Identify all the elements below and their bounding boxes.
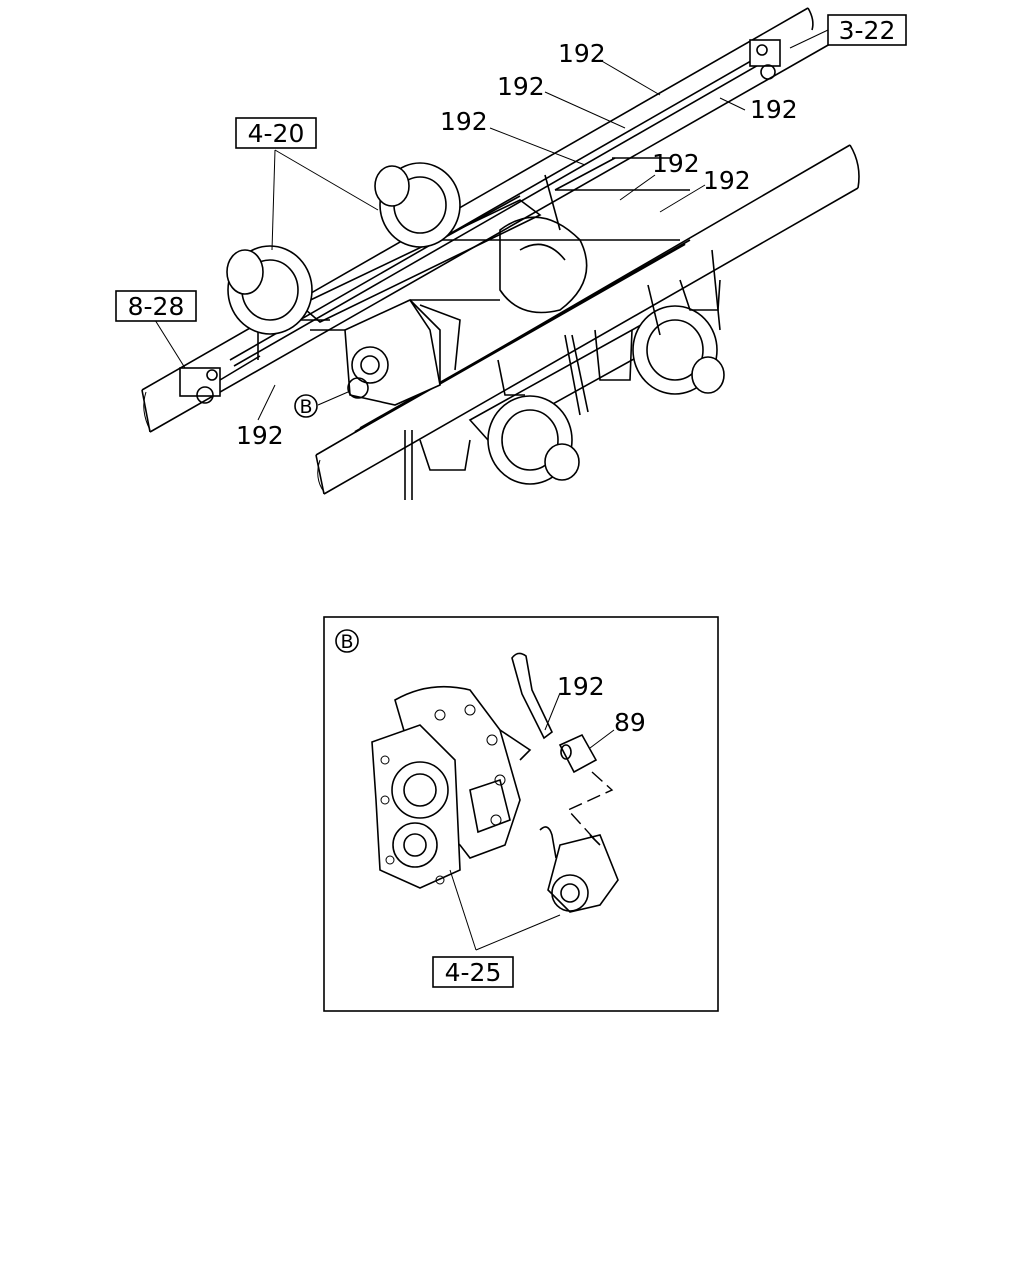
part-label-192: 192 bbox=[558, 39, 606, 68]
suspension bbox=[404, 174, 721, 500]
ref-label-4-25: 4-25 bbox=[445, 958, 502, 987]
rear-axle-upper bbox=[226, 162, 588, 335]
fitting-89 bbox=[558, 733, 598, 774]
rear-axle-lower bbox=[468, 305, 725, 485]
part-label-192: 192 bbox=[236, 421, 284, 450]
junction-block-right bbox=[749, 39, 781, 80]
install-line bbox=[566, 771, 614, 844]
junction-block-left bbox=[179, 367, 221, 404]
part-label-192: 192 bbox=[652, 149, 700, 178]
part-label-192: 192 bbox=[497, 72, 545, 101]
left-frame-rail bbox=[141, 7, 831, 433]
carrier-housing bbox=[371, 685, 532, 889]
main-assembly bbox=[141, 7, 860, 500]
detail-b-panel: B bbox=[323, 616, 719, 1012]
callout-b-letter: B bbox=[299, 396, 312, 418]
part-label-89: 89 bbox=[614, 708, 646, 737]
ref-box-4-20: 4-20 bbox=[235, 117, 317, 149]
leader-lines bbox=[154, 29, 829, 421]
ref-box-4-25: 4-25 bbox=[432, 956, 514, 988]
differential-carrier bbox=[344, 298, 461, 406]
ref-label-4-20: 4-20 bbox=[248, 119, 305, 148]
part-label-192: 192 bbox=[557, 672, 605, 701]
pto-unit bbox=[539, 826, 619, 913]
ref-label-3-22: 3-22 bbox=[839, 16, 896, 45]
detail-b-letter: B bbox=[340, 631, 353, 653]
ref-box-8-28: 8-28 bbox=[115, 290, 197, 322]
ref-label-8-28: 8-28 bbox=[128, 292, 185, 321]
hose-192 bbox=[511, 652, 554, 740]
leader-192-detail bbox=[544, 692, 561, 731]
leader-89 bbox=[589, 729, 615, 749]
callout-b-marker: B bbox=[294, 394, 318, 418]
detail-b-marker: B bbox=[335, 629, 359, 653]
brake-pipes bbox=[219, 49, 775, 433]
ref-box-3-22: 3-22 bbox=[827, 14, 907, 46]
leader-4-25 bbox=[449, 869, 477, 951]
leader-4-25 bbox=[475, 914, 561, 951]
part-label-192: 192 bbox=[703, 166, 751, 195]
part-label-192: 192 bbox=[440, 107, 488, 136]
part-label-192: 192 bbox=[750, 95, 798, 124]
